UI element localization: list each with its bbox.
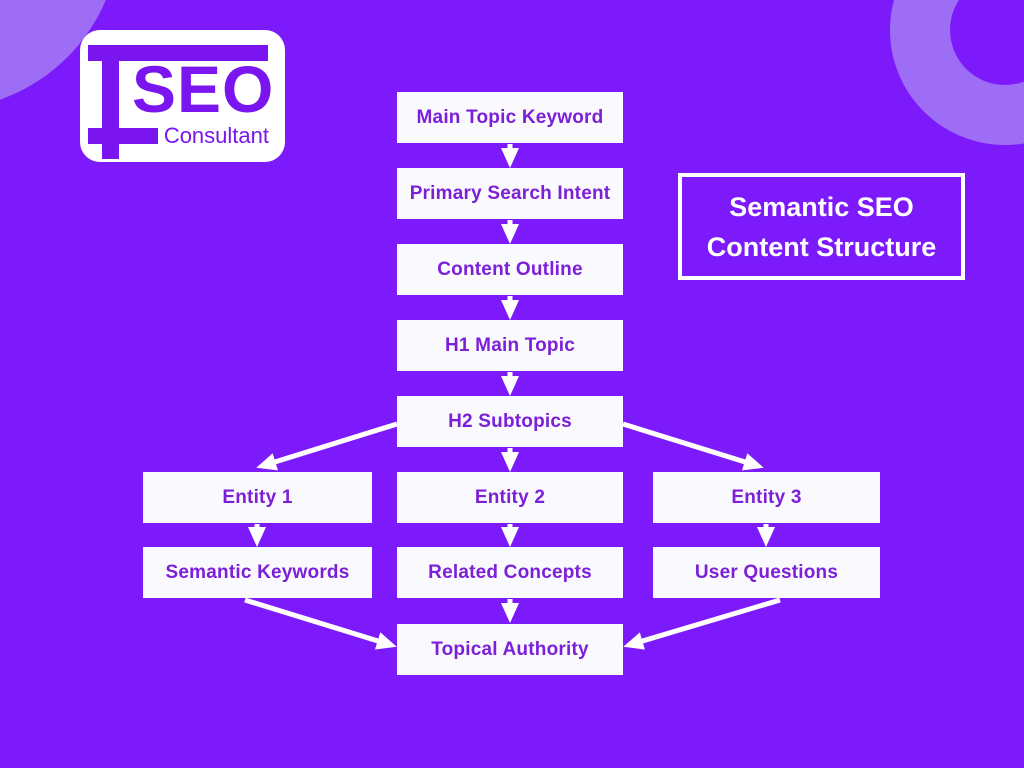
diagram-title-line-1: Semantic SEO [729, 191, 914, 222]
flow-node-content-outline: Content Outline [397, 244, 623, 295]
logo-brand-text: SEO [132, 52, 275, 126]
flow-node-h1-main-topic: H1 Main Topic [397, 320, 623, 371]
arrow-h2-to-entity-3 [622, 421, 764, 471]
diagram-title-line-2: Content Structure [706, 231, 937, 262]
flow-node-primary-search-intent: Primary Search Intent [397, 168, 623, 219]
diagram-title: Semantic SEO Content Structure [678, 173, 965, 280]
flow-node-entity-2: Entity 2 [397, 472, 623, 523]
flow-node-h2-subtopics: H2 Subtopics [397, 396, 623, 447]
logo-ibeam-stem-icon [102, 60, 119, 159]
flow-node-main-topic-keyword: Main Topic Keyword [397, 92, 623, 143]
flow-node-semantic-keywords: Semantic Keywords [143, 547, 372, 598]
arrow-questions-to-authority [623, 597, 781, 650]
arrow-h2-to-entity-1 [256, 421, 398, 471]
logo-tagline-text: Consultant [163, 123, 269, 148]
flow-node-entity-3: Entity 3 [653, 472, 880, 523]
logo-ibeam-top-bar-icon [88, 45, 268, 61]
logo: SEO Consultant [80, 30, 285, 162]
logo-ibeam-foot-icon [88, 128, 158, 144]
corner-ring-decor [890, 0, 1024, 145]
flow-node-entity-1: Entity 1 [143, 472, 372, 523]
flow-node-topical-authority: Topical Authority [397, 624, 623, 675]
flow-node-user-questions: User Questions [653, 547, 880, 598]
flow-node-related-concepts: Related Concepts [397, 547, 623, 598]
arrow-semantic-to-authority [244, 597, 397, 650]
